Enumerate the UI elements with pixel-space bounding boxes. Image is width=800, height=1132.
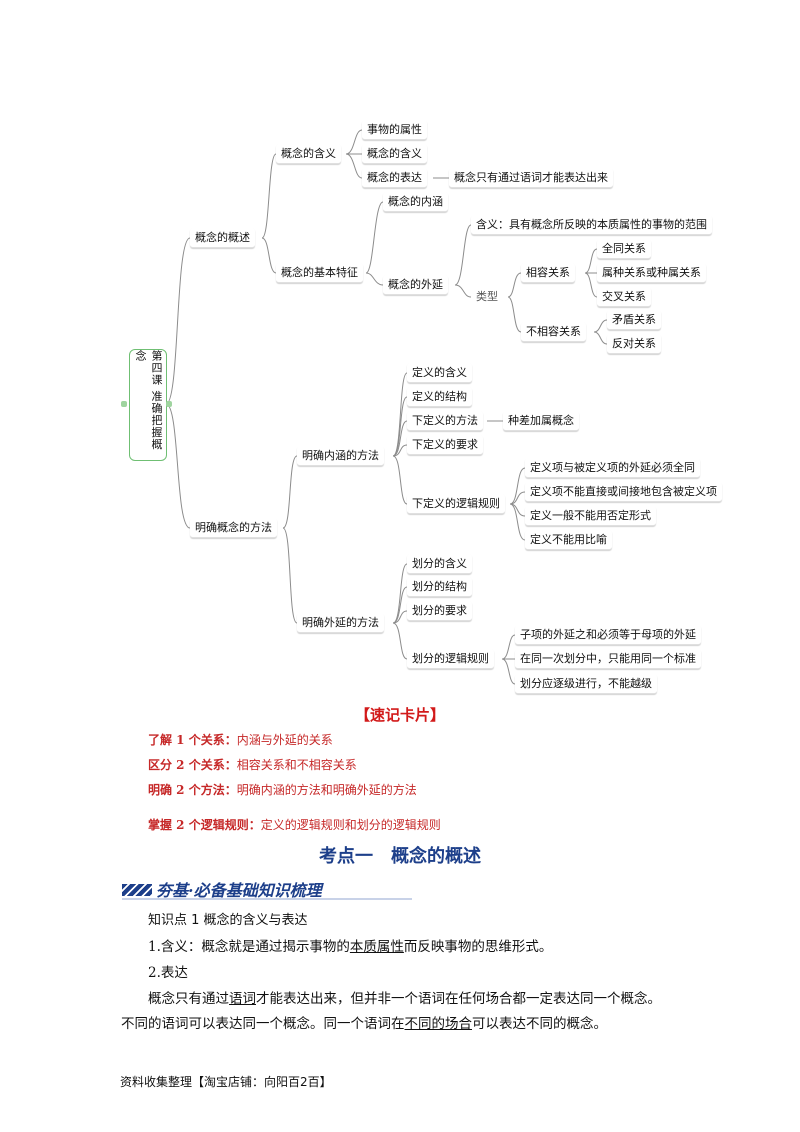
- node-expression-note[interactable]: 概念只有通过语词才能表达出来: [449, 168, 613, 188]
- node-definition-method[interactable]: 下定义的方法: [407, 411, 483, 431]
- node-identity-relation[interactable]: 全同关系: [597, 239, 651, 259]
- node-division-meaning[interactable]: 划分的含义: [407, 554, 472, 574]
- node-division-requirement[interactable]: 划分的要求: [407, 601, 472, 621]
- root-label: 第四课 准确把握概念: [134, 350, 163, 451]
- section-banner-label: 夯基·必备基础知识梳理: [156, 881, 322, 900]
- node-div-rule-2[interactable]: 在同一次划分中，只能用同一个标准: [515, 649, 701, 669]
- node-definition-requirement[interactable]: 下定义的要求: [407, 435, 483, 455]
- paragraph-meaning-underline: 本质属性: [349, 939, 404, 955]
- card-line-3-value: 明确内涵的方法和明确外延的方法: [236, 783, 417, 797]
- node-def-rule-4[interactable]: 定义不能用比喻: [525, 530, 612, 550]
- paragraph-expression-2: 不同的语词可以表达同一个概念。同一个语词在不同的场合可以表达不同的概念。: [121, 1012, 607, 1032]
- section-banner: 夯基·必备基础知识梳理: [122, 876, 412, 900]
- root-left-handle[interactable]: [121, 401, 127, 407]
- card-line-4-value: 定义的逻辑规则和划分的逻辑规则: [260, 818, 441, 832]
- footer-text: 资料收集整理【淘宝店铺：向阳百: [120, 1075, 301, 1089]
- section-banner-stripe: [122, 884, 152, 896]
- mind-map: 第四课 准确把握概念 概念的概述 概念的含义 事物的属性 概念的含义 概念的表达…: [121, 120, 722, 694]
- exam-point-title: 考点一 概念的概述: [319, 846, 481, 867]
- node-concept-overview[interactable]: 概念的概述: [190, 228, 255, 248]
- paragraph-expression-1: 概念只有通过语词才能表达出来，但并非一个语词在任何场合都一定表达同一个概念。: [148, 987, 661, 1007]
- page-number: 2: [300, 1075, 308, 1089]
- card-line-3-key: 明确 2 个方法：: [148, 783, 237, 797]
- paragraph-expression-heading: 2.表达: [148, 965, 188, 981]
- page-footer: 资料收集整理【淘宝店铺：向阳百2百】: [120, 1073, 332, 1090]
- card-line-1: 了解 1 个关系：内涵与外延的关系: [148, 731, 333, 748]
- node-concept-meaning-2[interactable]: 概念的含义: [362, 144, 427, 164]
- paragraph-expression-1-underline: 语词: [229, 991, 256, 1007]
- root-right-handle[interactable]: [166, 401, 172, 407]
- paragraph-meaning-a: 1.含义：概念就是通过揭示事物的: [148, 939, 350, 955]
- card-line-1-key: 了解 1 个关系：: [148, 733, 237, 747]
- node-clarify-methods[interactable]: 明确概念的方法: [190, 518, 277, 538]
- footer-text-end: 百】: [307, 1075, 332, 1089]
- node-compatible-relation[interactable]: 相容关系: [521, 263, 575, 283]
- card-line-4-key: 掌握 2 个逻辑规则：: [148, 818, 261, 832]
- paragraph-expression-1-a: 概念只有通过: [148, 991, 229, 1007]
- node-definition-rules[interactable]: 下定义的逻辑规则: [407, 494, 505, 514]
- node-division-structure[interactable]: 划分的结构: [407, 577, 472, 597]
- node-extension-definition[interactable]: 含义：具有概念所反映的本质属性的事物的范围: [471, 215, 712, 235]
- paragraph-expression-1-b: 才能表达出来，但并非一个语词在任何场合都一定表达同一个概念。: [256, 991, 661, 1007]
- node-genus-species-relation[interactable]: 属种关系或种属关系: [597, 263, 706, 283]
- node-basic-features[interactable]: 概念的基本特征: [276, 263, 363, 283]
- node-concept-expression[interactable]: 概念的表达: [362, 168, 427, 188]
- node-intension[interactable]: 概念的内涵: [383, 192, 448, 212]
- node-contradiction-relation[interactable]: 矛盾关系: [607, 310, 661, 330]
- card-line-2: 区分 2 个关系：相容关系和不相容关系: [148, 756, 357, 773]
- paragraph-expression-2-underline: 不同的场合: [404, 1016, 473, 1032]
- knowledge-point-title: 知识点 1 概念的含义与表达: [148, 913, 308, 928]
- node-clarify-extension[interactable]: 明确外延的方法: [297, 613, 384, 633]
- card-line-3: 明确 2 个方法：明确内涵的方法和明确外延的方法: [148, 781, 417, 798]
- node-definition-method-note[interactable]: 种差加属概念: [503, 411, 579, 431]
- card-line-2-key: 区分 2 个关系：: [148, 758, 237, 772]
- node-definition-meaning[interactable]: 定义的含义: [407, 363, 472, 383]
- node-div-rule-3[interactable]: 划分应逐级进行，不能越级: [515, 674, 657, 694]
- node-division-rules[interactable]: 划分的逻辑规则: [407, 649, 494, 669]
- node-overlap-relation[interactable]: 交叉关系: [597, 287, 651, 307]
- mind-map-root[interactable]: 第四课 准确把握概念: [129, 349, 167, 461]
- node-def-rule-2[interactable]: 定义项不能直接或间接地包含被定义项: [525, 482, 722, 502]
- card-line-2-value: 相容关系和不相容关系: [236, 758, 357, 772]
- node-clarify-intension[interactable]: 明确内涵的方法: [297, 446, 384, 466]
- paragraph-expression-2-b: 可以表达不同的概念。: [472, 1016, 607, 1032]
- paragraph-meaning-b: 而反映事物的思维形式。: [403, 939, 553, 955]
- node-opposite-relation[interactable]: 反对关系: [607, 334, 661, 354]
- node-concept-meaning[interactable]: 概念的含义: [276, 144, 341, 164]
- node-extension[interactable]: 概念的外延: [383, 275, 448, 295]
- card-line-1-value: 内涵与外延的关系: [236, 733, 333, 747]
- card-line-4: 掌握 2 个逻辑规则：定义的逻辑规则和划分的逻辑规则: [148, 816, 441, 833]
- paragraph-expression-2-a: 不同的语词可以表达同一个概念。同一个语词在: [121, 1016, 405, 1032]
- mind-map-connectors: [165, 129, 608, 685]
- node-def-rule-1[interactable]: 定义项与被定义项的外延必须全同: [525, 458, 700, 478]
- quick-card-title: 【速记卡片】: [354, 706, 445, 724]
- node-incompatible-relation[interactable]: 不相容关系: [521, 322, 586, 342]
- node-types[interactable]: 类型: [476, 290, 498, 303]
- node-def-rule-3[interactable]: 定义一般不能用否定形式: [525, 506, 656, 526]
- node-thing-attribute[interactable]: 事物的属性: [362, 120, 427, 140]
- paragraph-meaning: 1.含义：概念就是通过揭示事物的本质属性而反映事物的思维形式。: [148, 935, 552, 955]
- node-definition-structure[interactable]: 定义的结构: [407, 387, 472, 407]
- node-div-rule-1[interactable]: 子项的外延之和必须等于母项的外延: [515, 625, 701, 645]
